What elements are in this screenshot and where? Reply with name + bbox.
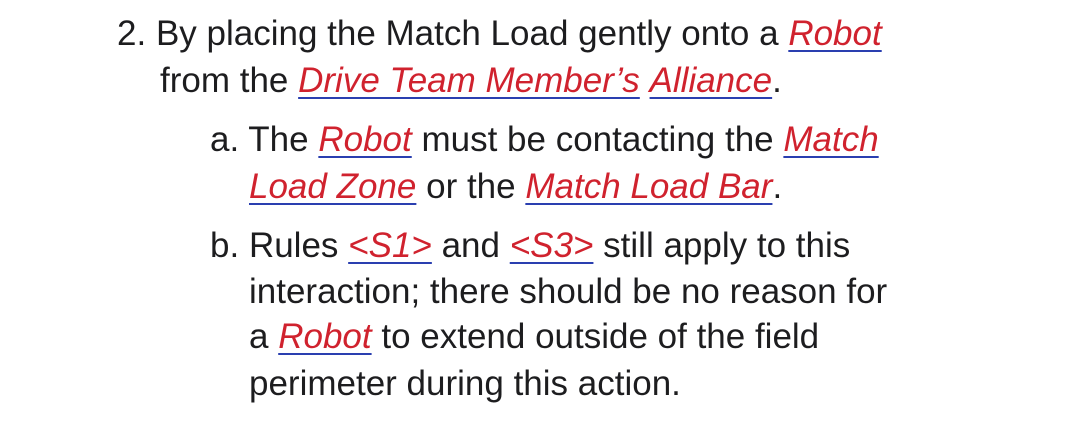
item-2-line-2: from the Drive Team Member’s Alliance.: [160, 57, 782, 105]
sub-b-text: interaction; there should be no reason f…: [249, 272, 888, 311]
sub-b-text: and: [441, 226, 500, 265]
sub-a-line-2: Load Zone or the Match Load Bar.: [249, 163, 782, 211]
sub-b-line-2: interaction; there should be no reason f…: [249, 268, 887, 316]
sub-b-line-1: b. Rules <S1> and <S3> still apply to th…: [210, 222, 850, 270]
link-drive-team-member[interactable]: Drive Team Member’s: [298, 61, 640, 100]
sub-b-marker: b.: [210, 226, 240, 265]
item-2-text: from the: [160, 61, 289, 100]
sub-b-text: a: [249, 317, 269, 356]
item-2-line-1: 2. By placing the Match Load gently onto…: [117, 10, 882, 58]
sub-a-text: The: [248, 120, 309, 159]
link-alliance[interactable]: Alliance: [649, 61, 773, 100]
link-match-load-bar[interactable]: Match Load Bar: [525, 167, 773, 206]
item-2-text: By placing the Match Load gently onto a: [155, 14, 779, 53]
sub-a-marker: a.: [210, 120, 240, 159]
sub-b-line-3: a Robot to extend outside of the field: [249, 313, 819, 361]
link-match-load-zone[interactable]: Match: [783, 120, 879, 159]
link-rule-s3[interactable]: <S3>: [509, 226, 594, 265]
sub-b-text: still apply to this: [603, 226, 851, 265]
sub-a-line-1: a. The Robot must be contacting the Matc…: [210, 116, 879, 164]
item-2-marker: 2.: [117, 14, 147, 53]
link-match-load-zone[interactable]: Load Zone: [249, 167, 417, 206]
sub-a-period: .: [772, 167, 783, 206]
link-robot[interactable]: Robot: [788, 14, 882, 53]
link-robot[interactable]: Robot: [278, 317, 372, 356]
link-robot[interactable]: Robot: [318, 120, 412, 159]
sub-a-text: must be contacting the: [421, 120, 774, 159]
item-2-period: .: [772, 61, 782, 100]
sub-b-text: to extend outside of the field: [381, 317, 820, 356]
sub-b-line-4: perimeter during this action.: [249, 360, 681, 408]
sub-b-text: perimeter during this action.: [249, 364, 681, 403]
link-rule-s1[interactable]: <S1>: [348, 226, 432, 265]
sub-a-text: or the: [426, 167, 516, 206]
sub-b-text: Rules: [248, 226, 339, 265]
